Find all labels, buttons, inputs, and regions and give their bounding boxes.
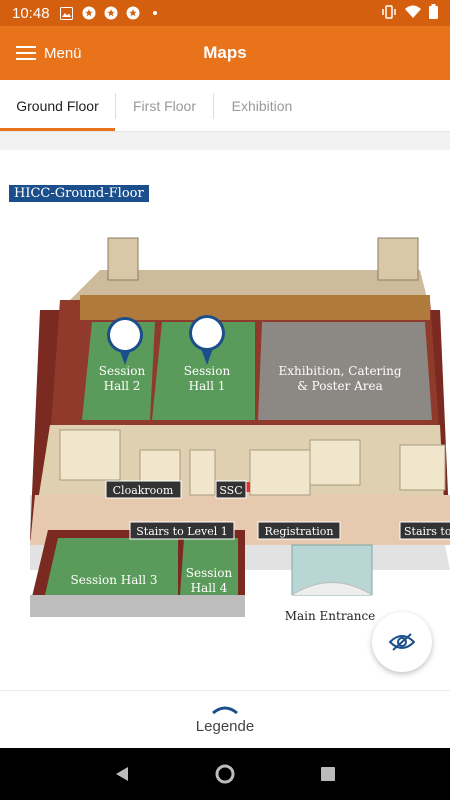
stairs-right-tag: Stairs to bbox=[404, 525, 450, 538]
menu-label: Menü bbox=[44, 44, 82, 62]
registration-tag: Registration bbox=[265, 525, 334, 538]
session-hall-4-label-line2: Hall 4 bbox=[191, 581, 228, 595]
wifi-icon bbox=[405, 5, 421, 21]
session-hall-2-label-line2: Hall 2 bbox=[104, 379, 141, 393]
app-bar: Menü Maps bbox=[0, 26, 450, 80]
map-pin-icon[interactable] bbox=[107, 317, 143, 365]
session-hall-1-label-line2: Hall 1 bbox=[189, 379, 226, 393]
exhibition-floor bbox=[258, 322, 432, 420]
chevron-up-icon bbox=[212, 706, 238, 714]
tab-exhibition[interactable]: Exhibition bbox=[231, 97, 293, 114]
home-circle-icon bbox=[215, 764, 235, 784]
session-hall-1-label-line1: Session bbox=[184, 364, 231, 378]
menu-button[interactable]: Menü bbox=[0, 26, 82, 80]
image-notification-icon bbox=[60, 6, 74, 20]
system-nav-bar bbox=[0, 748, 450, 800]
floor-name-label: HICC-Ground-Floor bbox=[9, 185, 149, 202]
tab-first-floor[interactable]: First Floor bbox=[133, 97, 196, 114]
stairs-level1-tag: Stairs to Level 1 bbox=[136, 525, 228, 538]
star-badge-icon bbox=[126, 6, 140, 20]
back-button[interactable] bbox=[102, 754, 142, 794]
eye-off-icon bbox=[389, 633, 415, 651]
session-hall-3-floor bbox=[45, 538, 178, 595]
floor-plan-map[interactable]: Session Hall 2 Session Hall 1 Exhibition… bbox=[0, 150, 450, 690]
battery-icon bbox=[429, 4, 438, 22]
exhibition-label-line1: Exhibition, Catering bbox=[278, 364, 401, 378]
session-hall-1-floor bbox=[152, 322, 255, 420]
session-hall-2-label-line1: Session bbox=[99, 364, 146, 378]
tab-ground-floor[interactable]: Ground Floor bbox=[0, 80, 115, 131]
ssc-tag: SSC bbox=[219, 484, 242, 497]
tab-divider bbox=[213, 92, 214, 119]
dot-icon bbox=[148, 6, 162, 20]
status-bar: 10:48 bbox=[0, 0, 450, 26]
tab-divider bbox=[115, 92, 116, 119]
main-entrance-label: Main Entrance bbox=[285, 609, 376, 623]
session-hall-3-label: Session Hall 3 bbox=[71, 573, 158, 587]
legend-label: Legende bbox=[195, 718, 255, 735]
recents-square-icon bbox=[321, 767, 336, 781]
map-view[interactable]: Session Hall 2 Session Hall 1 Exhibition… bbox=[0, 132, 450, 690]
exhibition-label-line2: & Poster Area bbox=[297, 379, 383, 393]
vibrate-icon bbox=[381, 4, 397, 22]
recents-button[interactable] bbox=[308, 754, 348, 794]
session-hall-4-label-line1: Session bbox=[186, 566, 233, 580]
session-hall-4-floor bbox=[180, 538, 238, 595]
legend-toggle[interactable]: Legende bbox=[0, 690, 450, 748]
star-badge-icon bbox=[104, 6, 118, 20]
toggle-visibility-button[interactable] bbox=[372, 612, 432, 672]
status-time: 10:48 bbox=[12, 4, 50, 22]
floor-tabs: Ground Floor First Floor Exhibition bbox=[0, 80, 450, 132]
map-pin-icon[interactable] bbox=[189, 315, 225, 365]
star-badge-icon bbox=[82, 6, 96, 20]
hamburger-icon bbox=[16, 46, 36, 60]
cloakroom-tag: Cloakroom bbox=[113, 484, 174, 497]
back-triangle-icon bbox=[115, 767, 128, 781]
home-button[interactable] bbox=[205, 754, 245, 794]
